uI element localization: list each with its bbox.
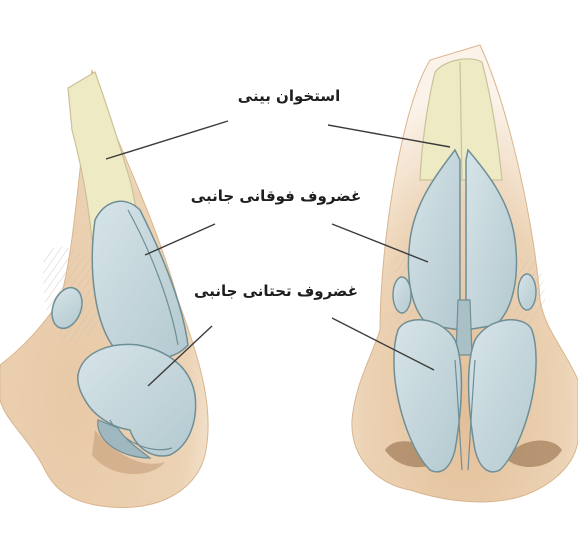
- label-nasal-bone: استخوان بینی: [238, 87, 340, 105]
- label-upper-lateral-cartilage: غضروف فوقانی جانبی: [191, 187, 361, 205]
- lateral-upper-cartilage: [92, 201, 188, 358]
- frontal-sesamoid-right: [518, 274, 536, 310]
- leader-nasal-bone-left: [106, 121, 228, 159]
- frontal-sesamoid-left: [393, 277, 411, 313]
- label-lower-lateral-cartilage: غضروف تحتانی جانبی: [194, 282, 358, 300]
- frontal-view: [352, 45, 578, 502]
- lateral-view: [0, 70, 208, 508]
- frontal-septum: [456, 300, 472, 355]
